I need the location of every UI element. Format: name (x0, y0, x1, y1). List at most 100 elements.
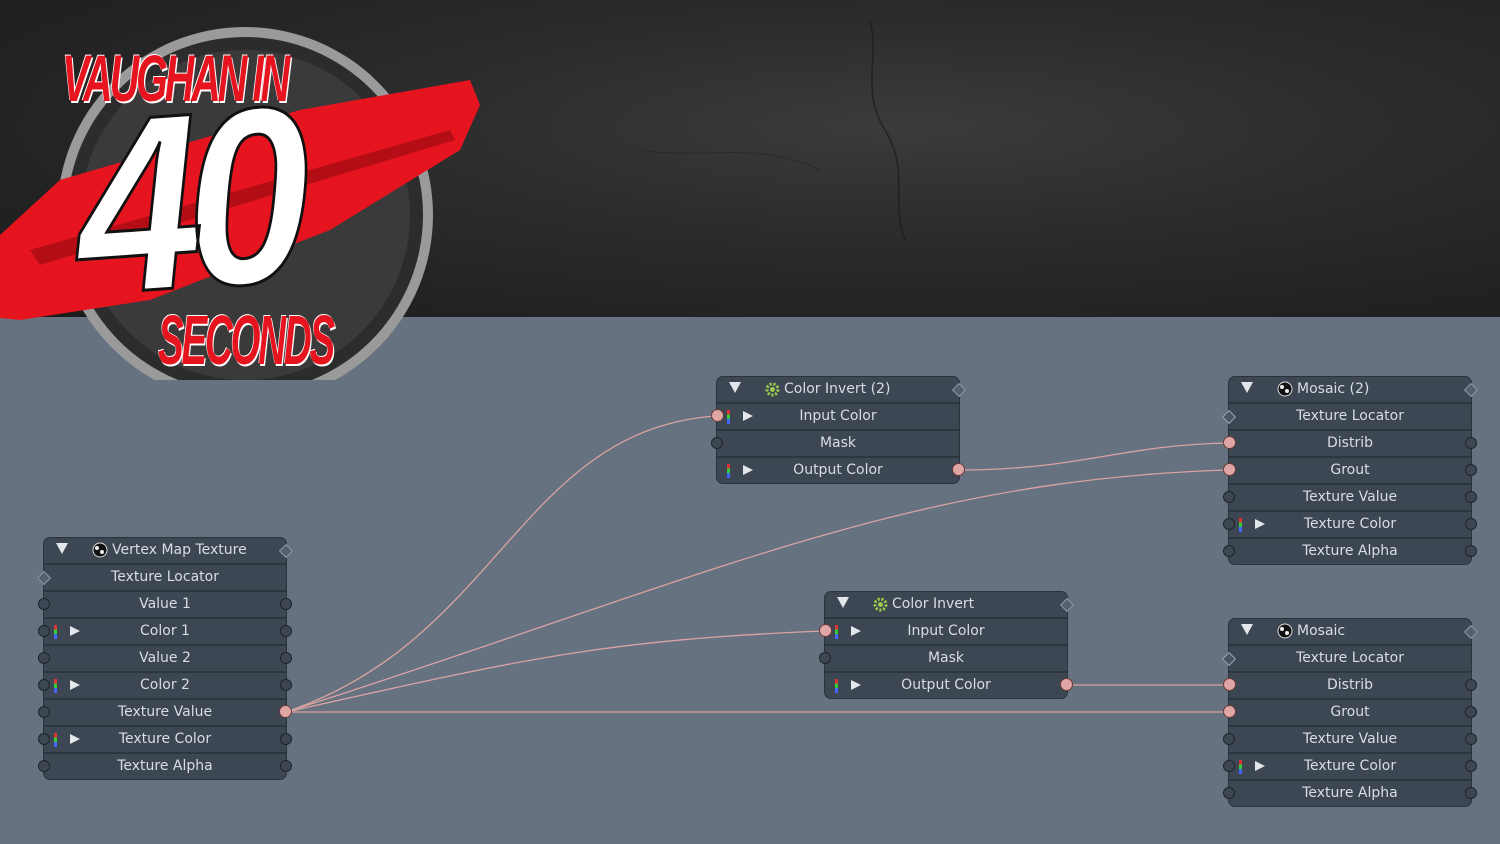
output-port[interactable] (280, 760, 292, 772)
node-row: Grout (1223, 458, 1477, 485)
row-label: Mask (927, 650, 965, 666)
input-port-connected[interactable] (711, 409, 724, 422)
input-port[interactable] (1223, 733, 1235, 745)
output-port[interactable] (1465, 464, 1477, 476)
output-port[interactable] (1465, 706, 1477, 718)
input-port[interactable] (38, 760, 50, 772)
output-port[interactable] (1465, 437, 1477, 449)
rgb-icon (835, 625, 838, 639)
output-port-connected[interactable] (1060, 678, 1073, 691)
input-port[interactable] (38, 679, 50, 691)
collapse-arrow-icon[interactable] (56, 543, 68, 554)
node-row: Distrib (1223, 431, 1477, 458)
node-mosaic-2[interactable]: Mosaic (2) Texture Locator Distrib Grout… (1221, 377, 1479, 564)
output-port[interactable] (1465, 679, 1477, 691)
gear-icon (765, 382, 780, 396)
node-row: Mask (819, 646, 1067, 673)
expand-arrow-icon[interactable] (1255, 519, 1265, 529)
output-port[interactable] (1465, 545, 1477, 557)
rgb-icon (54, 679, 57, 693)
node-row: Input Color (711, 404, 959, 431)
row-label: Texture Value (117, 704, 213, 720)
row-label: Texture Alpha (1302, 785, 1398, 801)
node-header[interactable]: Mosaic (2) (1229, 377, 1479, 404)
input-port[interactable] (1223, 787, 1235, 799)
output-port[interactable] (1465, 518, 1477, 530)
output-port[interactable] (280, 598, 292, 610)
output-port[interactable] (1465, 787, 1477, 799)
node-header[interactable]: Vertex Map Texture (44, 538, 294, 565)
rgb-icon (727, 410, 730, 424)
output-port[interactable] (280, 679, 292, 691)
row-label: Texture Color (118, 731, 212, 747)
node-vertex-map-texture[interactable]: Vertex Map Texture Texture Locator Value… (36, 538, 294, 779)
input-port[interactable] (38, 706, 50, 718)
output-port[interactable] (280, 733, 292, 745)
row-label: Mask (819, 435, 857, 451)
input-port[interactable] (38, 733, 50, 745)
node-row: Texture Locator (36, 565, 286, 592)
wire-texture-value-to-invert-input (285, 630, 825, 713)
logo: VAUGHAN IN 40 SECONDS (0, 0, 520, 380)
input-port[interactable] (1223, 545, 1235, 557)
rgb-icon (1239, 760, 1242, 774)
input-port-connected[interactable] (819, 624, 832, 637)
node-row: Input Color (819, 619, 1067, 646)
node-row: Texture Color (1223, 754, 1477, 781)
expand-arrow-icon[interactable] (70, 626, 80, 636)
expand-arrow-icon[interactable] (851, 680, 861, 690)
expand-arrow-icon[interactable] (743, 411, 753, 421)
node-title: Color Invert (2) (784, 381, 891, 397)
row-label: Texture Value (1302, 731, 1398, 747)
output-port-connected[interactable] (279, 705, 292, 718)
input-port[interactable] (38, 625, 50, 637)
output-port[interactable] (280, 625, 292, 637)
output-port[interactable] (1465, 491, 1477, 503)
node-title: Mosaic (1297, 623, 1346, 639)
row-label: Input Color (907, 623, 985, 639)
expand-arrow-icon[interactable] (743, 465, 753, 475)
output-port[interactable] (1465, 760, 1477, 772)
input-port-connected[interactable] (1223, 436, 1236, 449)
node-header[interactable]: Mosaic (1229, 619, 1479, 646)
row-label: Texture Value (1302, 489, 1398, 505)
node-row: Value 2 (38, 646, 292, 673)
input-port[interactable] (38, 598, 50, 610)
row-label: Texture Color (1303, 516, 1397, 532)
input-port[interactable] (38, 652, 50, 664)
node-title: Color Invert (892, 596, 975, 612)
collapse-arrow-icon[interactable] (729, 382, 741, 393)
node-header[interactable]: Color Invert (2) (717, 377, 967, 404)
output-port[interactable] (1465, 733, 1477, 745)
node-header[interactable]: Color Invert (825, 592, 1075, 619)
rgb-icon (727, 464, 730, 478)
input-port-connected[interactable] (1223, 463, 1236, 476)
node-mosaic[interactable]: Mosaic Texture Locator Distrib Grout Tex… (1221, 619, 1479, 806)
collapse-arrow-icon[interactable] (837, 597, 849, 608)
node-color-invert[interactable]: Color Invert Input Color Mask Output Col… (819, 592, 1075, 698)
row-label: Output Color (901, 677, 991, 693)
input-port-connected[interactable] (1223, 705, 1236, 718)
input-port[interactable] (1223, 760, 1235, 772)
texture-icon (1277, 623, 1293, 639)
concrete-texture (639, 19, 906, 241)
input-port-connected[interactable] (1223, 678, 1236, 691)
node-color-invert-2[interactable]: Color Invert (2) Input Color Mask Output… (711, 377, 967, 483)
input-port[interactable] (1223, 491, 1235, 503)
collapse-arrow-icon[interactable] (1241, 624, 1253, 635)
input-port[interactable] (819, 652, 831, 664)
row-label: Texture Locator (1296, 408, 1404, 424)
expand-arrow-icon[interactable] (851, 626, 861, 636)
input-port[interactable] (1223, 518, 1235, 530)
output-port-connected[interactable] (952, 463, 965, 476)
expand-arrow-icon[interactable] (1255, 761, 1265, 771)
input-port[interactable] (711, 437, 723, 449)
row-label: Grout (1330, 704, 1370, 720)
expand-arrow-icon[interactable] (70, 680, 80, 690)
row-label: Texture Alpha (117, 758, 213, 774)
node-row: Output Color (825, 673, 1073, 698)
expand-arrow-icon[interactable] (70, 734, 80, 744)
output-port[interactable] (280, 652, 292, 664)
collapse-arrow-icon[interactable] (1241, 382, 1253, 393)
node-row: Texture Locator (1221, 646, 1471, 673)
